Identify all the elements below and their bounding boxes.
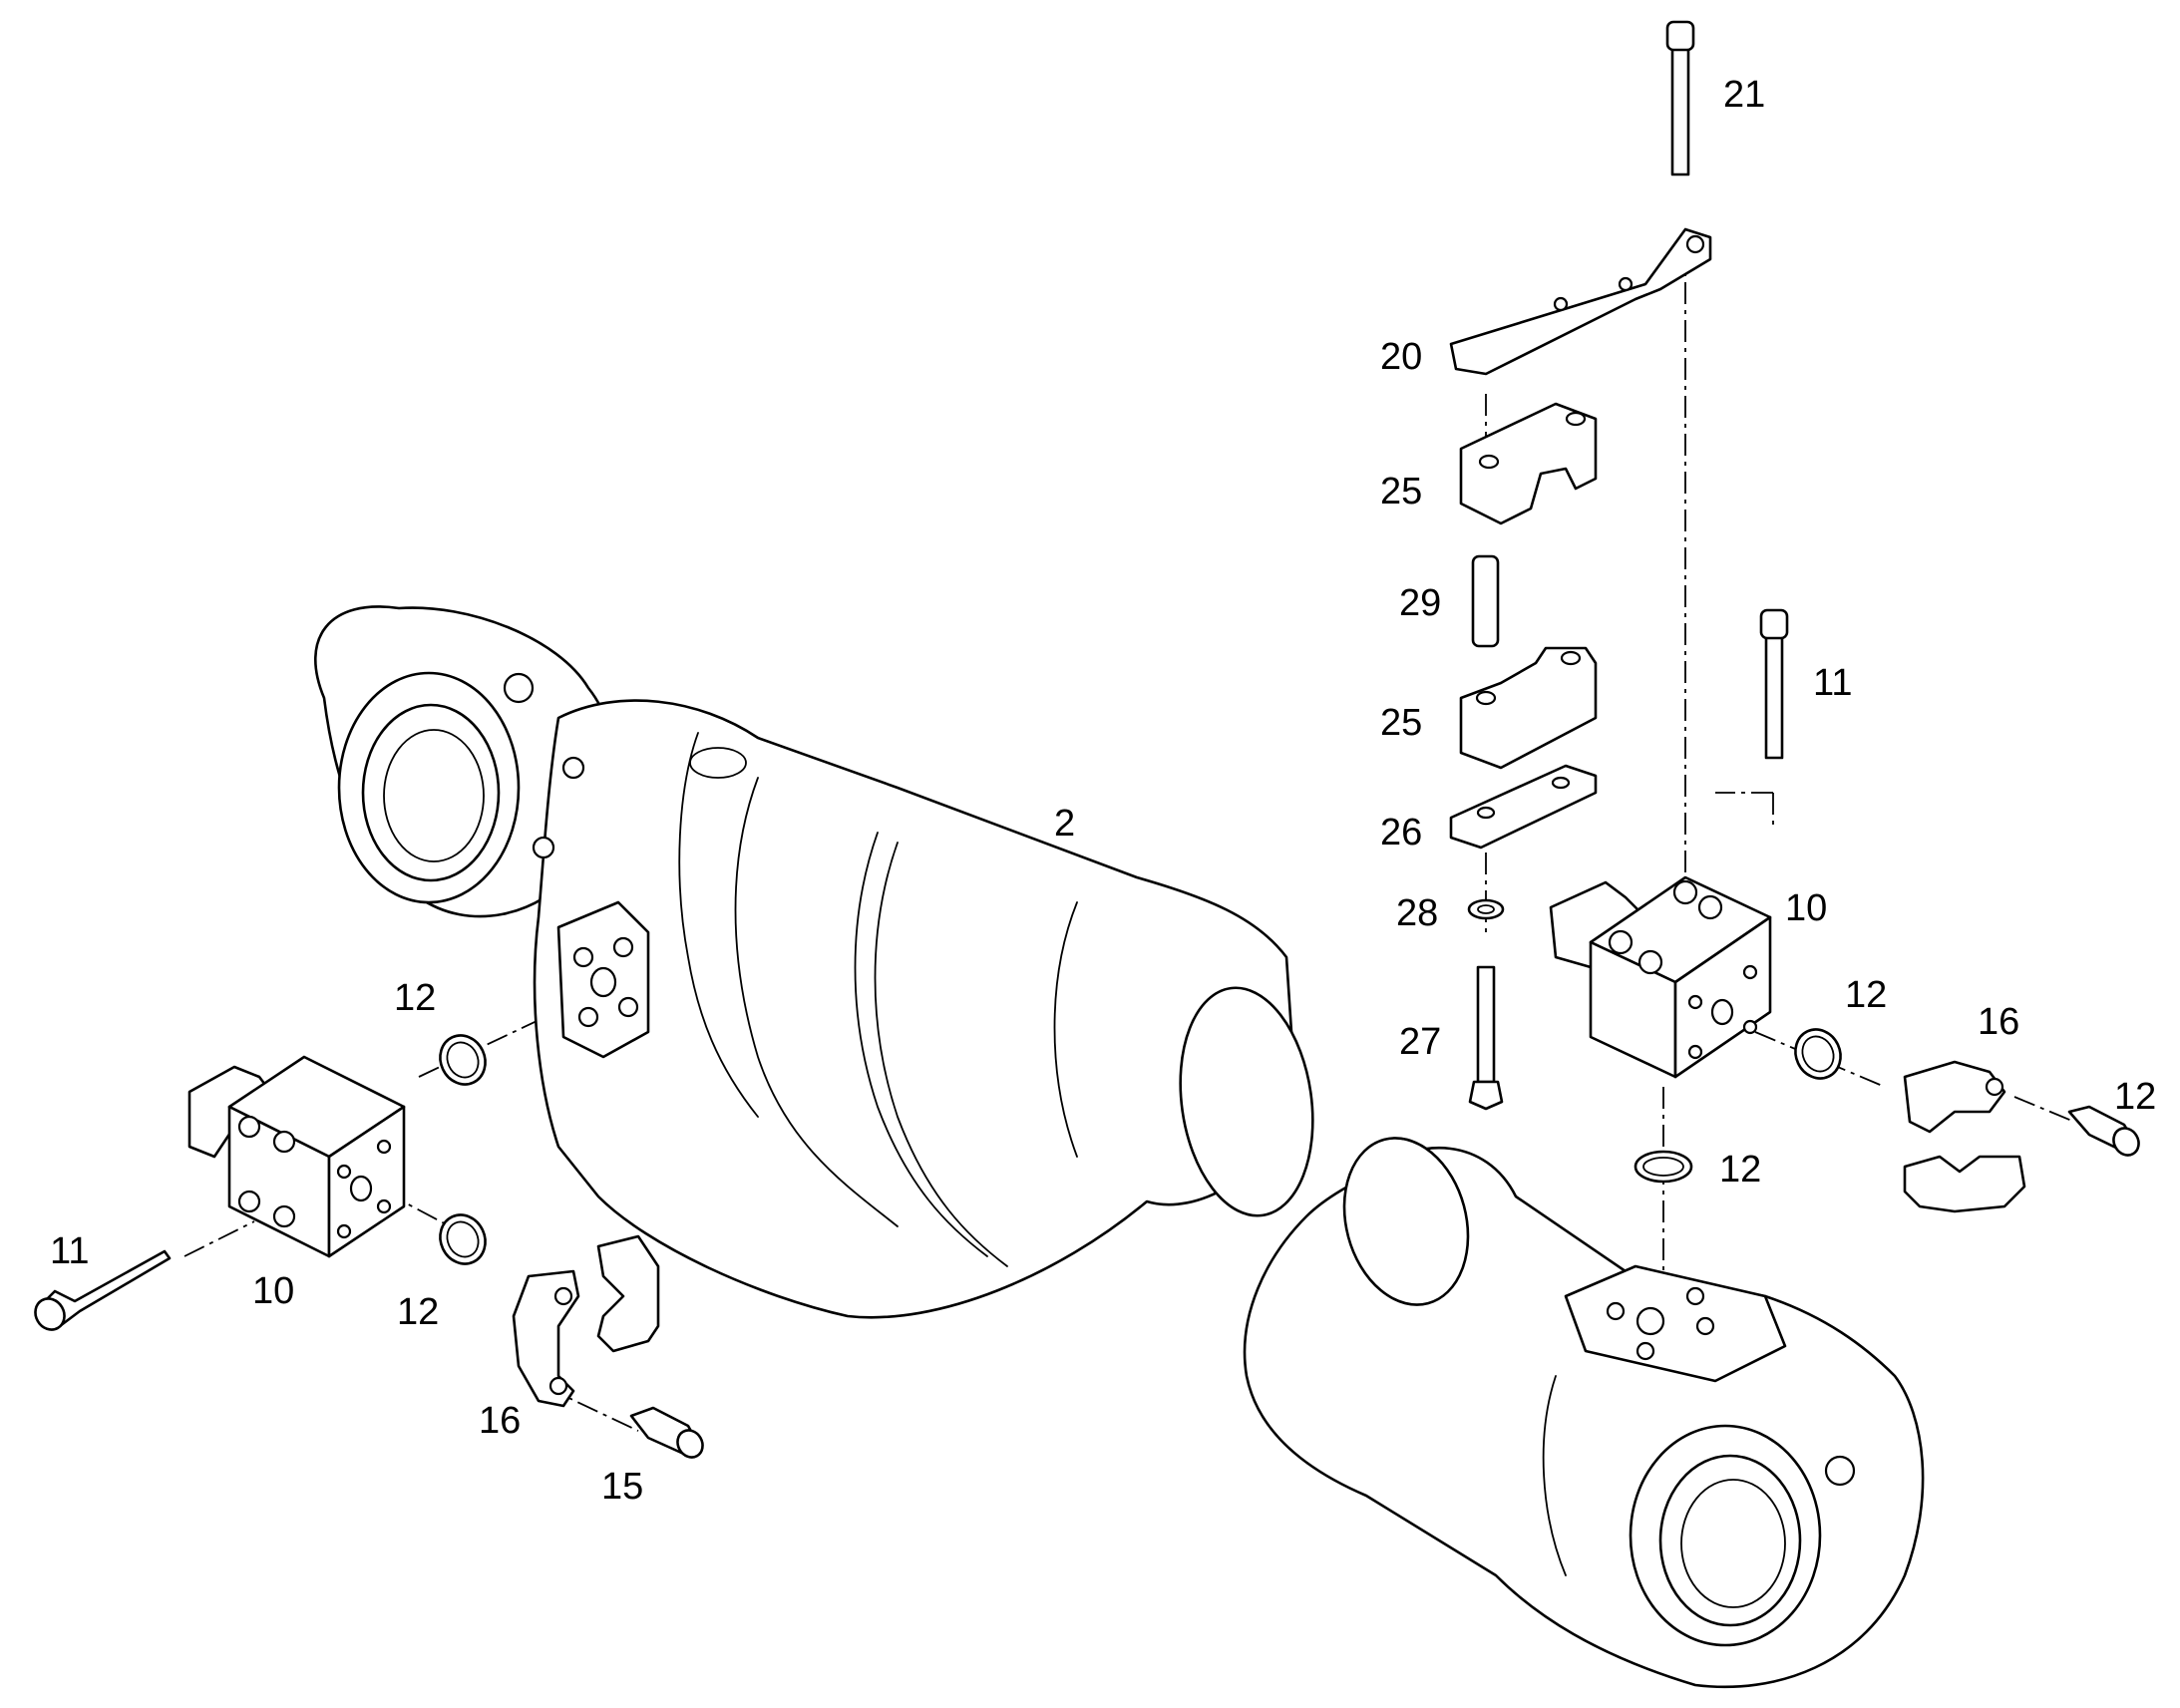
callout-10-right: 10 xyxy=(1785,887,1827,929)
callout-28: 28 xyxy=(1396,892,1438,934)
callout-12-a: 12 xyxy=(394,977,436,1019)
split-flange-clamps xyxy=(512,1060,2026,1408)
callout-12-c: 12 xyxy=(1845,974,1887,1016)
callout-12-d: 12 xyxy=(2114,1076,2156,1118)
callout-labels: 2 10 10 11 11 12 12 12 12 12 15 16 16 20… xyxy=(50,74,2156,1508)
hydraulic-cylinder-rod-end xyxy=(1243,1137,1925,1689)
callout-25-top: 25 xyxy=(1380,471,1422,512)
callout-29: 29 xyxy=(1399,582,1441,624)
callout-21: 21 xyxy=(1723,74,1765,116)
clamp-bracket-stack xyxy=(1449,227,1712,850)
callout-12-b: 12 xyxy=(397,1291,439,1333)
callout-2: 2 xyxy=(1054,803,1075,845)
callout-25-bottom: 25 xyxy=(1380,702,1422,744)
callout-11-left: 11 xyxy=(50,1230,89,1272)
callout-10-left: 10 xyxy=(252,1270,294,1312)
callout-26: 26 xyxy=(1380,812,1422,854)
callout-16-right: 16 xyxy=(1978,1001,2019,1043)
hydraulic-cylinder-barrel xyxy=(314,605,1314,1319)
callout-27: 27 xyxy=(1399,1021,1441,1063)
o-rings xyxy=(439,898,1842,1265)
callout-15: 15 xyxy=(601,1466,643,1508)
valve-block-left xyxy=(187,1055,406,1258)
callout-20: 20 xyxy=(1380,336,1422,378)
bolts xyxy=(34,20,2140,1459)
callout-16-left: 16 xyxy=(479,1400,521,1442)
callout-12-e: 12 xyxy=(1719,1149,1761,1191)
callout-11-right: 11 xyxy=(1813,662,1852,704)
valve-block-right xyxy=(1549,875,1772,1079)
